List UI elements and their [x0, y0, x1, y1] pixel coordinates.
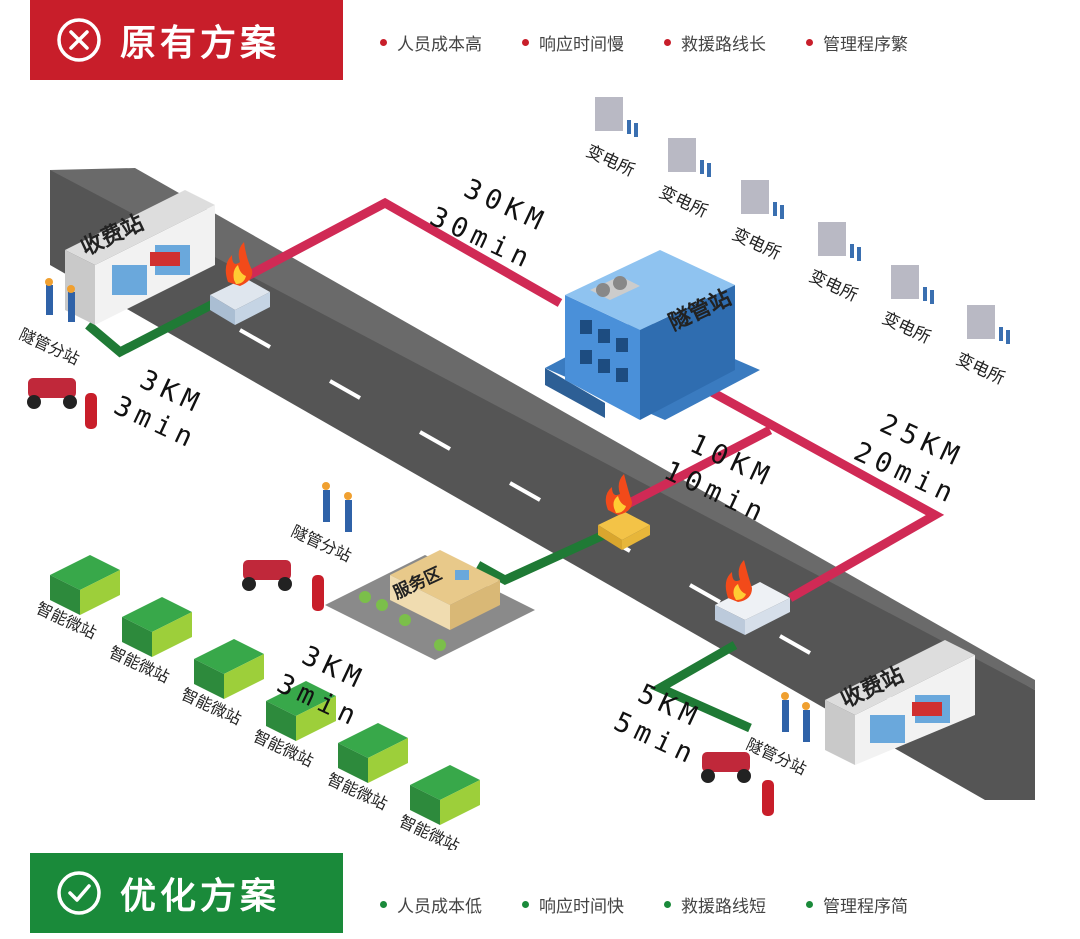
burning-truck-1	[210, 242, 270, 325]
fire-extinguisher-icon	[85, 393, 97, 429]
atv-icon	[28, 378, 76, 398]
micro-station-icon	[194, 639, 264, 699]
check-circle-icon	[57, 871, 101, 915]
substation-icon	[595, 97, 638, 137]
burning-car	[598, 474, 650, 550]
substation-label: 变电所	[806, 266, 861, 306]
micro-station-icon	[50, 555, 120, 615]
bullet-item: 人员成本低	[380, 892, 482, 917]
bullet-item: 管理程序繁	[806, 30, 908, 55]
sub-station-group-1	[27, 278, 97, 429]
x-circle-icon	[57, 18, 101, 62]
micro-station-group	[50, 555, 480, 825]
route-10km	[617, 426, 773, 512]
original-plan-title: 原有方案	[120, 23, 281, 64]
bullet-item: 人员成本高	[380, 30, 482, 55]
optimized-plan-banner: 优化方案	[30, 853, 343, 933]
atv-icon	[243, 560, 291, 580]
substation-icon	[668, 138, 711, 177]
route-5km	[650, 641, 752, 733]
substation-label: 变电所	[953, 349, 1008, 389]
bullet-item: 救援路线短	[664, 892, 766, 917]
sub-station-group-2	[242, 482, 352, 611]
substation-icon	[967, 305, 1010, 344]
sub-station-label: 隧管分站	[288, 521, 354, 565]
atv-icon	[702, 752, 750, 772]
micro-station-icon	[410, 765, 480, 825]
optimized-plan-bullets: 人员成本低 响应时间快 救援路线短 管理程序简	[380, 892, 948, 917]
tunnel-management-center: 隧管站	[545, 250, 760, 420]
bullet-item: 响应时间慢	[522, 30, 624, 55]
service-area: 服务区	[325, 550, 535, 660]
bullet-item: 响应时间快	[522, 892, 624, 917]
fire-extinguisher-icon	[312, 575, 324, 611]
substation-icon	[818, 222, 861, 261]
optimized-plan-title: 优化方案	[120, 876, 281, 917]
substation-label: 变电所	[879, 308, 934, 348]
substation-icon	[891, 265, 934, 304]
substation-label: 变电所	[583, 141, 638, 181]
sub-station-group-3	[701, 692, 810, 816]
substation-label: 变电所	[656, 182, 711, 222]
original-plan-banner: 原有方案	[30, 0, 343, 80]
original-plan-bullets: 人员成本高 响应时间慢 救援路线长 管理程序繁	[380, 30, 948, 55]
sub-station-label: 隧管分站	[16, 324, 82, 368]
sub-station-label: 隧管分站	[743, 734, 809, 778]
substation-group	[595, 97, 1010, 344]
micro-station-icon	[122, 597, 192, 657]
bullet-item: 救援路线长	[664, 30, 766, 55]
highway-rescue-diagram: 隧管站 收费站 收费站 服务区	[16, 97, 1035, 850]
route-3km-a	[85, 299, 218, 358]
micro-station-icon	[266, 681, 336, 741]
route-25km	[687, 376, 945, 602]
micro-station-icon	[338, 723, 408, 783]
route-30km	[237, 197, 563, 307]
bullet-item: 管理程序简	[806, 892, 908, 917]
substation-label: 变电所	[729, 224, 784, 264]
route-3km-b	[475, 528, 610, 586]
substation-icon	[741, 180, 784, 219]
toll-station-bottom-right: 收费站	[825, 640, 975, 765]
fire-extinguisher-icon	[762, 780, 774, 816]
burning-truck-2	[715, 560, 790, 635]
